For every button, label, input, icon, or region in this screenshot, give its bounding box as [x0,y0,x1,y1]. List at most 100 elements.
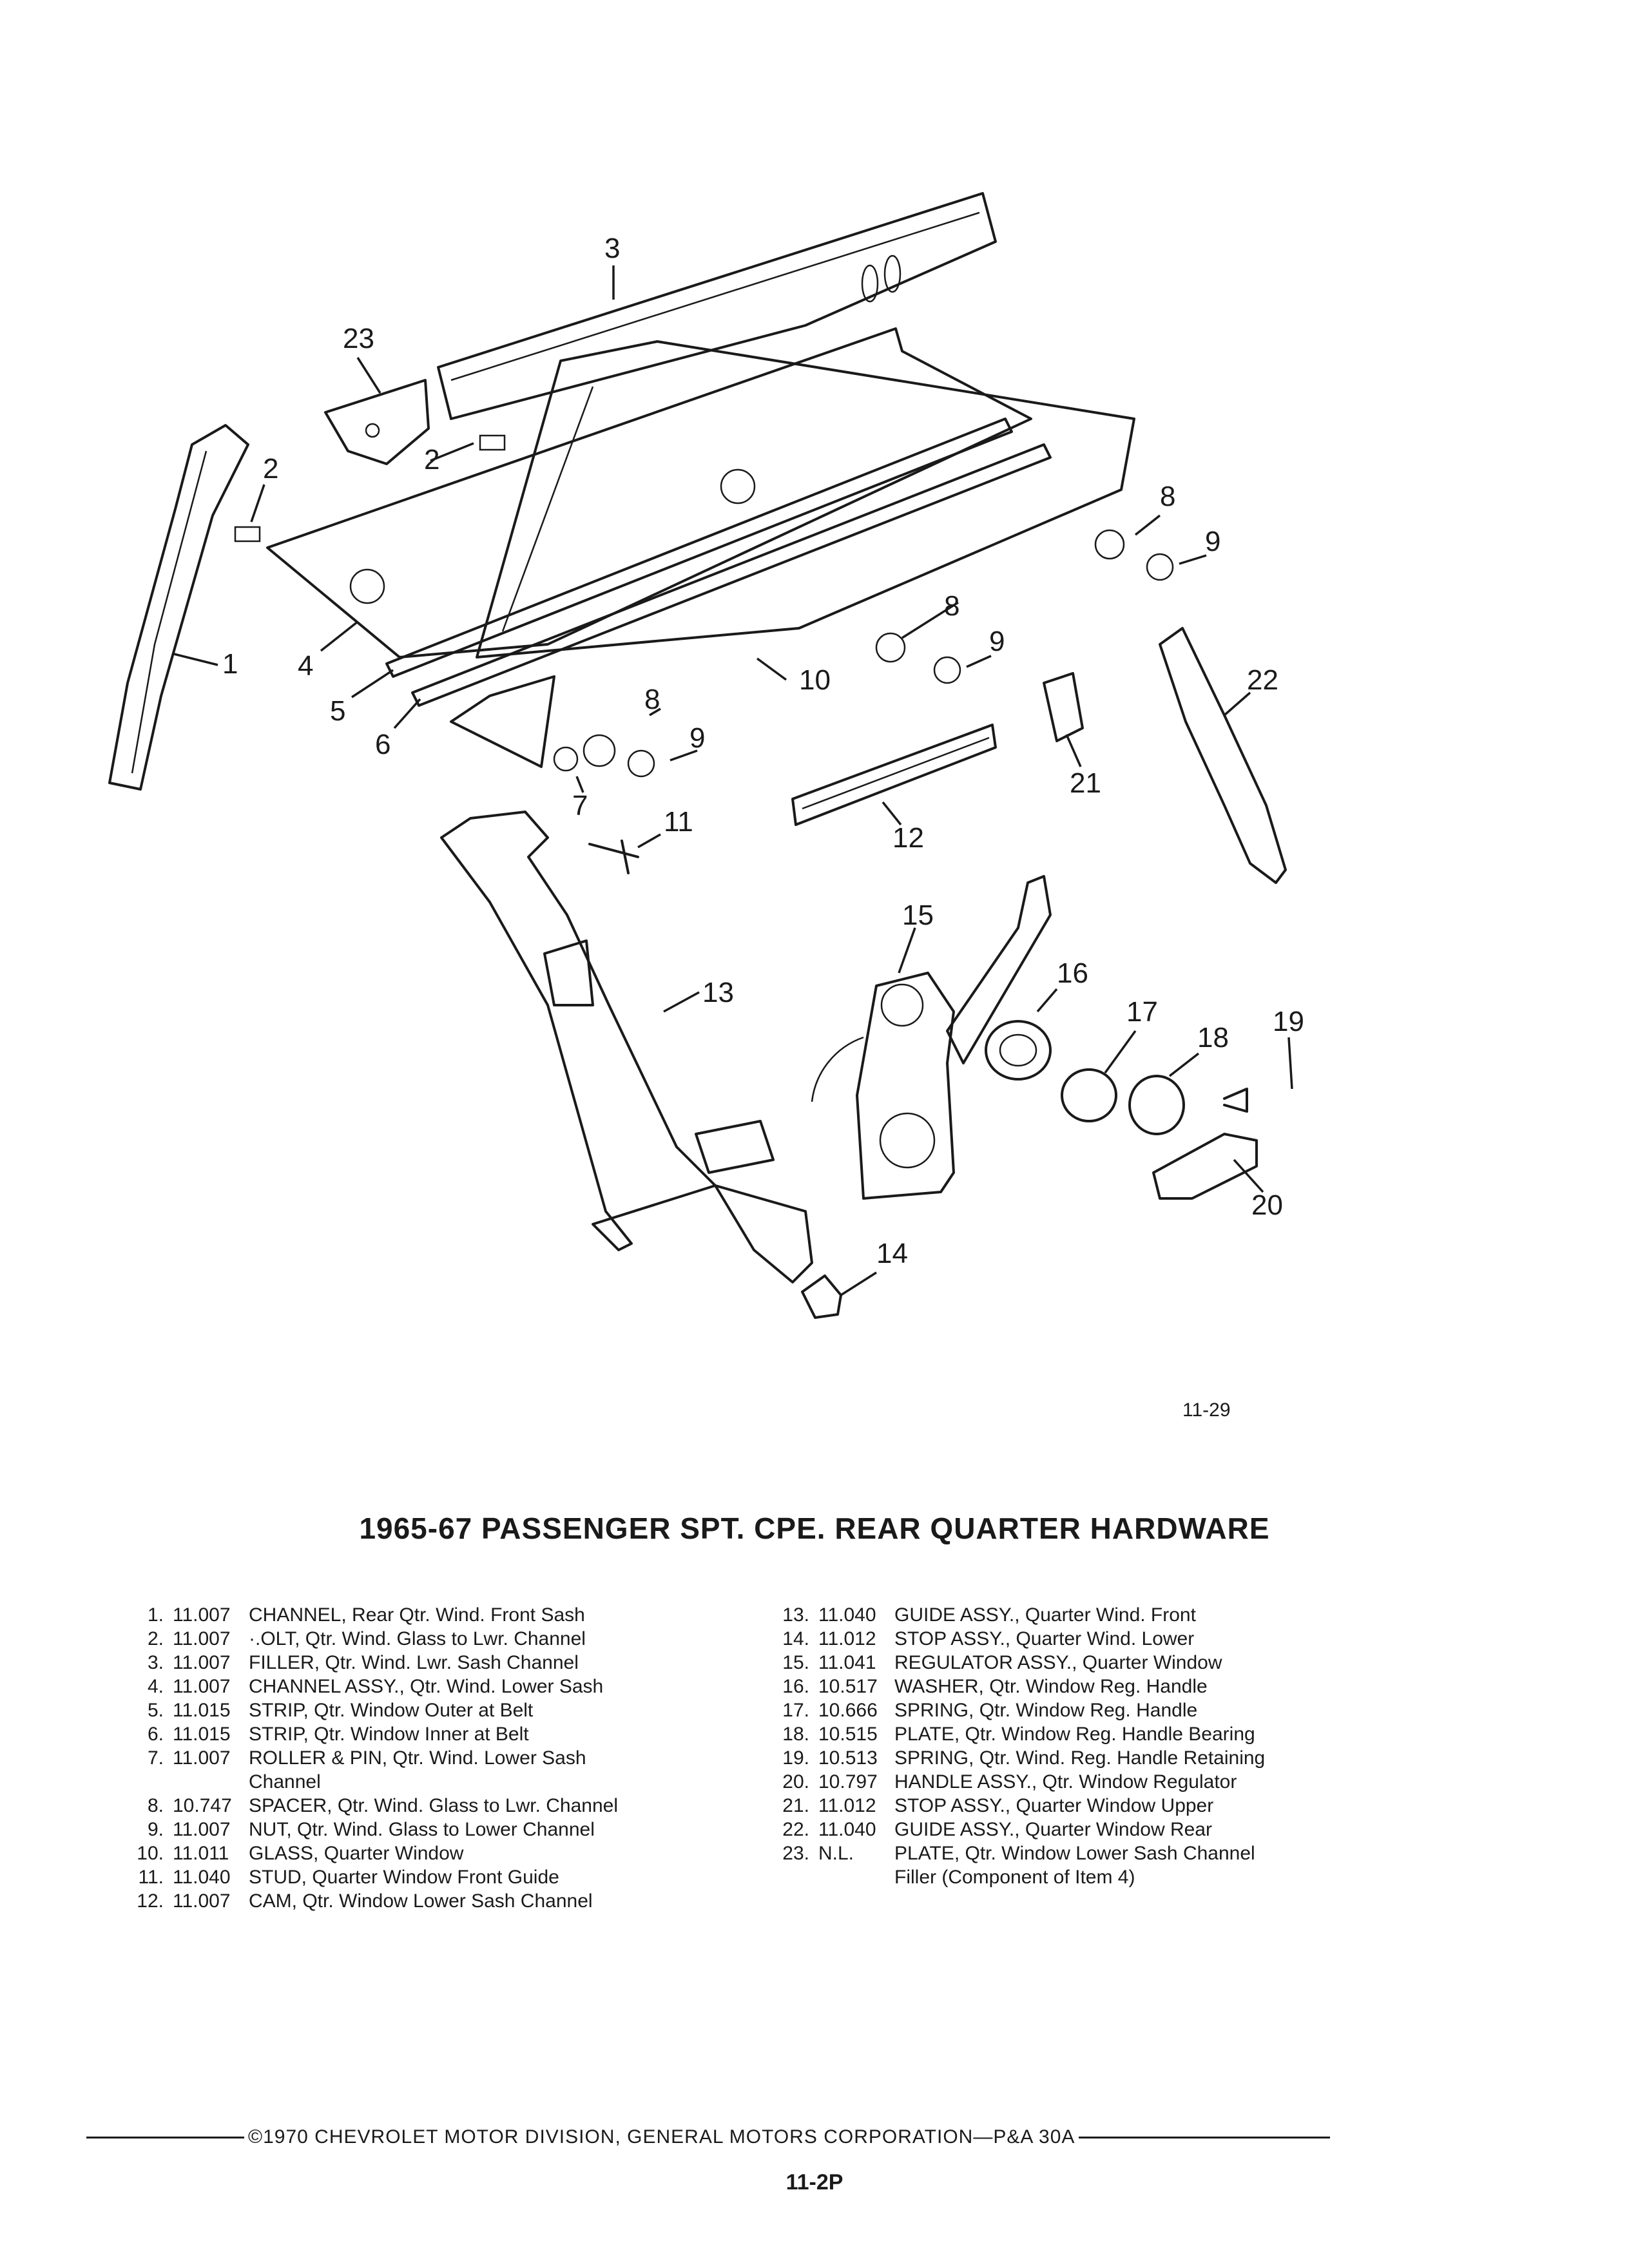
part-bolt [234,434,506,543]
group-code [818,1865,894,1889]
item-description: Channel [249,1771,321,1792]
item-number: 16. [782,1676,809,1697]
item-description: GUIDE ASSY., Quarter Window Rear [894,1819,1212,1840]
page-number: 11-2P [786,2170,843,2195]
part-rollers-spacers-nuts [553,529,1174,778]
item-description: HANDLE ASSY., Qtr. Window Regulator [894,1771,1237,1792]
group-code: 11.012 [818,1628,876,1649]
callout: 4 [298,650,313,682]
page-title: 1965-67 PASSENGER SPT. CPE. REAR QUARTER… [359,1512,1270,1545]
item-description: PLATE, Qtr. Window Reg. Handle Bearing [894,1724,1255,1745]
callout: 12 [892,822,924,854]
callout: 13 [702,977,734,1008]
group-code: 10.747 [173,1795,232,1816]
part-front-guide [440,811,813,1283]
group-code: N.L. [818,1843,854,1864]
item-number: 18. [782,1724,809,1745]
item-description: GLASS, Quarter Window [249,1843,464,1864]
part-plate [324,379,430,465]
part-regulator [811,875,1052,1200]
callout-labels: 1 2 2 3 4 5 6 7 8 8 8 9 9 9 10 11 12 13 … [222,233,1304,1269]
item-description: SPACER, Qtr. Wind. Glass to Lwr. Channel [249,1795,618,1816]
item-description: CHANNEL ASSY., Qtr. Wind. Lower Sash [249,1676,604,1697]
item-number: 3. [147,1652,164,1673]
callout: 23 [343,323,374,354]
group-code: 11.015 [173,1700,231,1721]
callout: 21 [1070,767,1101,799]
item-description: FILLER, Qtr. Wind. Lwr. Sash Channel [249,1652,579,1673]
item-number: 4. [147,1676,164,1697]
legend-item: 5. 11.015 STRIP, Qtr. Window Outer at Belt [117,1698,710,1722]
item-number: 21. [782,1795,809,1816]
part-stud [588,840,639,874]
callout: 7 [572,790,588,822]
callout: 8 [1160,481,1175,512]
group-code: 11.007 [173,1604,231,1626]
item-number: 11. [138,1867,164,1888]
group-code: 11.011 [173,1843,229,1864]
item-description: STUD, Quarter Window Front Guide [249,1867,559,1888]
item-number: 23. [782,1843,809,1864]
item-number [755,1865,818,1889]
callout: 9 [1205,526,1220,557]
item-description: CHANNEL, Rear Qtr. Wind. Front Sash [249,1604,585,1626]
part-upper-stop [1043,672,1084,742]
item-description: Filler (Component of Item 4) [894,1867,1135,1888]
callout: 5 [330,695,345,727]
callout: 14 [876,1238,908,1269]
exploded-parts-diagram: 1 2 2 3 4 5 6 7 8 8 8 9 9 9 10 11 12 13 … [108,192,1304,1421]
item-description: GUIDE ASSY., Quarter Wind. Front [894,1604,1196,1626]
group-code: 10.666 [818,1700,878,1721]
footer-rule-right [1079,2136,1330,2138]
item-description: STRIP, Qtr. Window Inner at Belt [249,1724,529,1745]
part-glass [476,340,1135,658]
item-number: 17. [782,1700,809,1721]
group-code [173,1770,249,1794]
group-code: 11.015 [173,1724,231,1745]
group-code: 10.513 [818,1747,878,1769]
footer-rule-left [86,2136,244,2138]
group-code: 11.007 [173,1747,231,1769]
part-cam [791,724,997,826]
item-number: 5. [147,1700,164,1721]
item-description: PLATE, Qtr. Window Lower Sash Channel [894,1843,1255,1864]
group-code: 11.041 [818,1652,876,1673]
group-code: 10.797 [818,1771,878,1792]
group-code: 11.012 [818,1795,876,1816]
item-number: 1. [147,1604,164,1626]
callout: 9 [689,722,705,754]
callout: 15 [902,899,934,931]
item-number [117,1770,173,1794]
callout: 10 [799,664,831,696]
legend-item-continuation: Filler (Component of Item 4) [755,1865,1322,1889]
item-description: SPRING, Qtr. Wind. Reg. Handle Retaining [894,1747,1266,1769]
item-description: STOP ASSY., Quarter Window Upper [894,1795,1214,1816]
part-lower-stop [801,1274,842,1319]
item-number: 14. [782,1628,809,1649]
item-description: STRIP, Qtr. Window Outer at Belt [249,1700,534,1721]
callout: 22 [1247,664,1278,696]
part-front-sash-channel [108,424,249,791]
callout: 2 [263,453,278,485]
legend-item-continuation: Channel [117,1770,710,1794]
item-number: 9. [147,1819,164,1840]
callout: 16 [1057,957,1088,989]
group-code: 11.040 [173,1867,231,1888]
item-number: 12. [137,1890,164,1912]
item-description: NUT, Qtr. Wind. Glass to Lower Channel [249,1819,595,1840]
item-number: 13. [782,1604,809,1626]
item-number: 2. [147,1628,164,1649]
group-code: 11.007 [173,1628,231,1649]
